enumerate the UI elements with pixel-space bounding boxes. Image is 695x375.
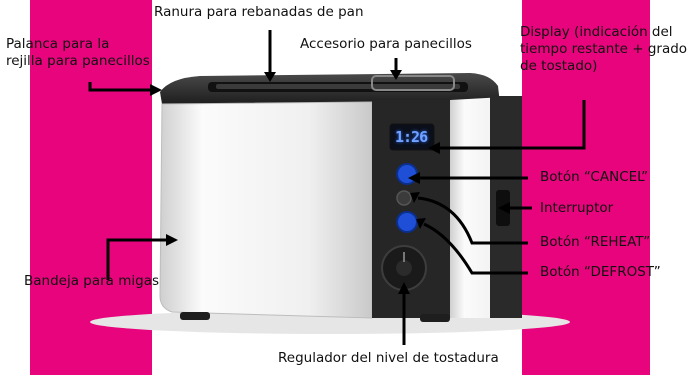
label-bun-rack: Accesorio para panecillos xyxy=(300,36,472,52)
label-crumb-tray: Bandeja para migas xyxy=(24,273,160,289)
label-reheat: Botón “REHEAT” xyxy=(540,234,651,250)
label-defrost: Botón “DEFROST” xyxy=(540,264,661,280)
label-rack-lever: Palanca para la rejilla para panecillos xyxy=(6,36,150,69)
arrow-rack-lever xyxy=(88,82,152,92)
arrow-crumb-tray xyxy=(106,238,168,280)
label-display: Display (indicación del tiempo restante … xyxy=(520,24,688,74)
label-cancel: Botón “CANCEL” xyxy=(540,169,649,185)
label-browning: Regulador del nivel de tostadura xyxy=(278,350,499,366)
arrow-display xyxy=(440,100,586,150)
arrow-heads xyxy=(150,70,510,294)
reheat-button-icon xyxy=(396,190,412,206)
right-color-band xyxy=(522,0,650,375)
defrost-button-icon xyxy=(396,211,418,233)
display-reading: 1:26 xyxy=(395,128,428,146)
arrow-defrost xyxy=(423,222,528,275)
label-arrows xyxy=(88,30,586,345)
toaster-front-panel xyxy=(159,101,373,319)
lcd-display xyxy=(389,123,435,151)
arrow-reheat xyxy=(417,196,528,245)
label-switch: Interruptor xyxy=(540,200,614,216)
bun-rack-icon xyxy=(371,75,455,91)
label-slot: Ranura para rebanadas de pan xyxy=(154,4,364,20)
left-color-band xyxy=(30,0,152,375)
